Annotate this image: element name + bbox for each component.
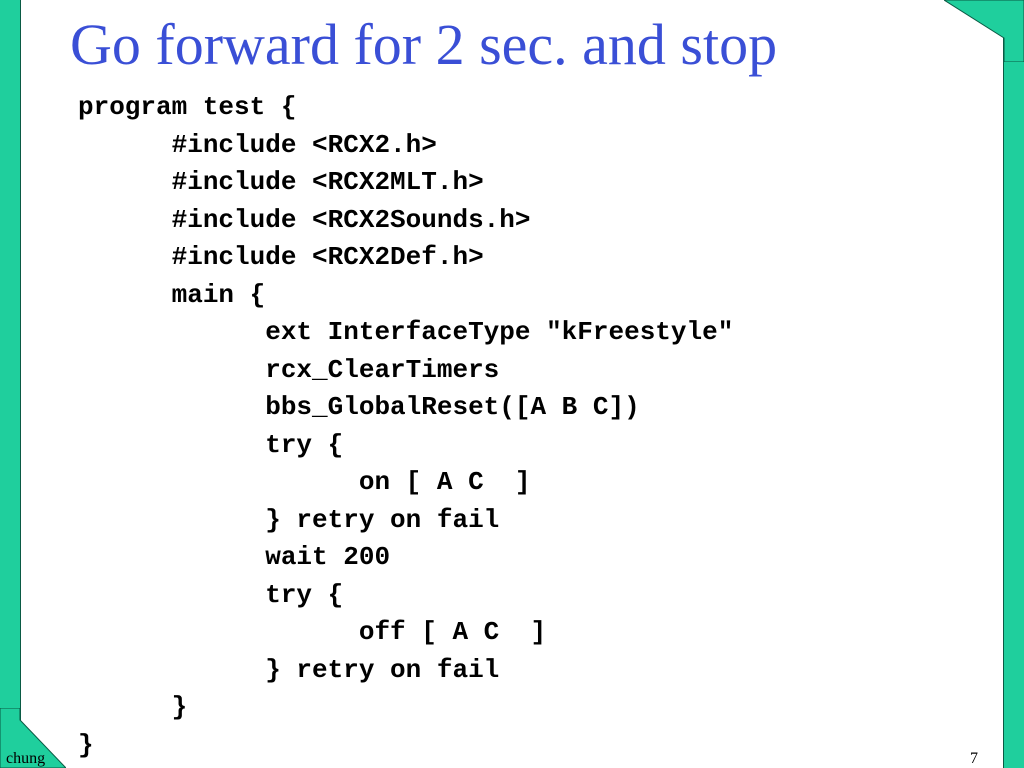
- code-line: }: [78, 729, 94, 760]
- code-line: #include <RCX2Sounds.h>: [78, 204, 531, 235]
- code-line: wait 200: [78, 542, 391, 572]
- bottom-left-corner-decoration: [0, 708, 66, 768]
- code-line: ext InterfaceType "kFreestyle": [78, 317, 734, 347]
- right-accent-bar: [1003, 0, 1024, 768]
- code-line: on [ A C ]: [78, 467, 531, 497]
- slide-title: Go forward for 2 sec. and stop: [70, 12, 778, 77]
- code-line: } retry on fail: [78, 654, 500, 685]
- code-line: #include <RCX2.h>: [78, 129, 437, 160]
- code-line: #include <RCX2Def.h>: [78, 242, 484, 272]
- top-right-corner-decoration: [944, 0, 1024, 62]
- footer-author: chung: [6, 750, 46, 767]
- code-block: program test { #include <RCX2.h> #includ…: [78, 89, 733, 764]
- code-line: try {: [78, 579, 344, 610]
- code-line: main {: [78, 279, 266, 310]
- code-line: bbs_GlobalReset([A B C]): [78, 392, 640, 422]
- code-line: try {: [78, 429, 344, 460]
- code-line: }: [78, 692, 188, 722]
- code-line: } retry on fail: [78, 504, 500, 535]
- left-accent-bar: [0, 0, 21, 768]
- page-number: 7: [970, 750, 978, 767]
- code-line: program test {: [78, 92, 297, 122]
- code-line: off [ A C ]: [78, 617, 547, 647]
- code-line: #include <RCX2MLT.h>: [78, 167, 484, 197]
- code-line: rcx_ClearTimers: [78, 354, 500, 385]
